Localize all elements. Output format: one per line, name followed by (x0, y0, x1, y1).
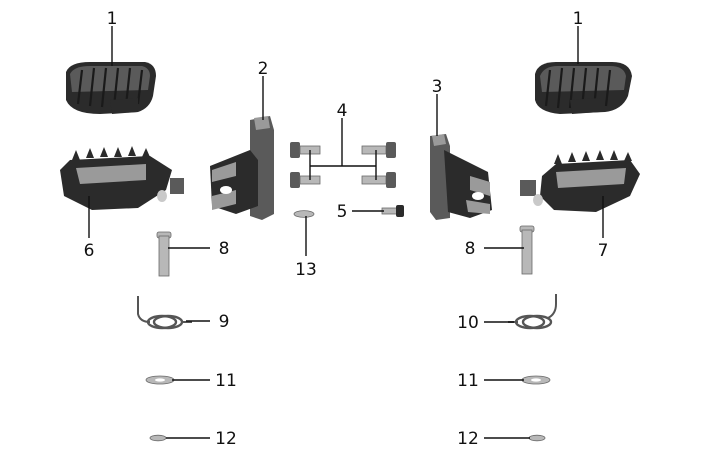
callout-12-left: 12 (215, 429, 237, 449)
washer-center (293, 210, 315, 218)
callout-labels: 1 1 2 3 4 5 6 7 8 8 9 10 11 11 12 12 13 (84, 9, 609, 449)
callout-8-left: 8 (219, 239, 230, 259)
bolt-set (290, 142, 396, 188)
callout-11-right: 11 (457, 371, 479, 391)
spring-left (137, 296, 192, 330)
washer-left (145, 375, 175, 385)
callout-2: 2 (258, 59, 269, 79)
rubber-footpeg-right (535, 62, 632, 114)
callout-10: 10 (457, 313, 479, 333)
callout-8-right: 8 (465, 239, 476, 259)
rubber-footpeg-left (66, 62, 156, 114)
callout-11-left: 11 (215, 371, 237, 391)
pin-right (519, 225, 535, 275)
callout-9: 9 (219, 312, 230, 332)
serrated-footpeg-left (60, 146, 184, 210)
callout-7: 7 (598, 241, 609, 261)
spring-right (508, 294, 557, 330)
callout-5: 5 (337, 202, 348, 222)
callout-13: 13 (295, 260, 317, 280)
callout-6: 6 (84, 241, 95, 261)
serrated-footpeg-right (520, 150, 640, 212)
callout-12-right: 12 (457, 429, 479, 449)
callout-1-right: 1 (573, 9, 584, 29)
bracket-right (430, 134, 492, 220)
pin-left (156, 231, 172, 277)
clip-right (528, 434, 546, 442)
callout-1-left: 1 (107, 9, 118, 29)
washer-right (521, 375, 551, 385)
callout-4: 4 (337, 101, 348, 121)
clip-left (149, 434, 167, 442)
callout-3: 3 (432, 77, 443, 97)
screw (381, 205, 404, 217)
leader-lines (88, 26, 604, 439)
bracket-left (210, 116, 274, 220)
